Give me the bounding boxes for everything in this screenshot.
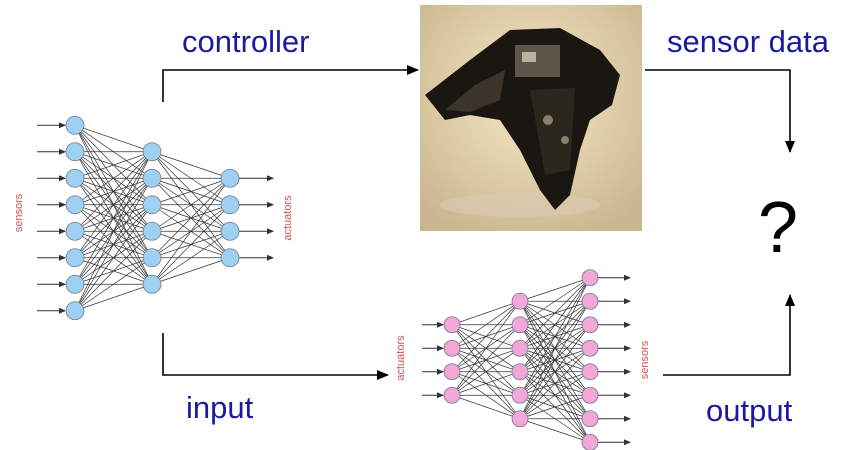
- neuron-node: [142, 142, 162, 162]
- neuron-node: [220, 221, 240, 241]
- connection-line: [451, 301, 521, 396]
- connection-line: [451, 301, 521, 372]
- model-network: [422, 269, 631, 450]
- neuron-node: [65, 142, 85, 162]
- sensor-data-arrow: [645, 69, 795, 153]
- neuron-node: [65, 168, 85, 188]
- connection-line: [519, 277, 591, 396]
- controller-actuators-label: actuators: [282, 195, 294, 241]
- neuron-node: [220, 168, 240, 188]
- neuron-node: [443, 386, 461, 404]
- connection-line: [151, 257, 231, 285]
- neuron-node: [142, 248, 162, 268]
- neuron-node: [581, 433, 599, 450]
- connection-line: [519, 277, 591, 349]
- connection-line: [74, 151, 153, 285]
- connection-line: [519, 277, 591, 326]
- connection-line: [519, 277, 591, 372]
- connection-line: [519, 324, 591, 419]
- neuron-node: [443, 363, 461, 381]
- connection-line: [451, 347, 521, 396]
- neuron-node: [65, 115, 85, 135]
- controller-arrow: [162, 65, 419, 102]
- neuron-node: [142, 221, 162, 241]
- neuron-node: [581, 292, 599, 310]
- neuron-node: [511, 386, 529, 404]
- output-label: output: [706, 393, 793, 428]
- connection-line: [74, 204, 153, 311]
- neuron-node: [65, 301, 85, 321]
- connection-line: [151, 177, 231, 232]
- controller-sensors-label: sensors: [13, 193, 25, 232]
- connection-line: [74, 283, 153, 312]
- neuron-node: [581, 316, 599, 334]
- neuron-node: [511, 292, 529, 310]
- neuron-node: [443, 316, 461, 334]
- model-sensors-label: sensors: [639, 340, 651, 379]
- connection-line: [151, 178, 231, 285]
- model-actuators-label: actuators: [395, 335, 407, 381]
- connection-line: [451, 371, 521, 396]
- neuron-node: [581, 410, 599, 428]
- neuron-node: [511, 316, 529, 334]
- connection-line: [451, 394, 521, 420]
- controller-network: [37, 115, 274, 321]
- connection-line: [74, 151, 153, 258]
- neuron-node: [581, 363, 599, 381]
- output-arrow: [663, 294, 795, 376]
- neuron-node: [511, 339, 529, 357]
- connection-line: [74, 151, 153, 232]
- neuron-node: [65, 248, 85, 268]
- connection-line: [519, 371, 591, 420]
- connection-line: [74, 231, 153, 311]
- neuron-node: [142, 168, 162, 188]
- connection-line: [74, 178, 153, 311]
- neuron-node: [220, 195, 240, 215]
- sensor-data-label: sensor data: [667, 24, 829, 59]
- connection-line: [74, 151, 153, 311]
- neuron-node: [581, 269, 599, 287]
- connection-line: [74, 151, 153, 206]
- connection-line: [74, 124, 153, 153]
- connection-line: [151, 204, 231, 285]
- neuron-node: [65, 221, 85, 241]
- connection-line: [151, 177, 231, 206]
- neuron-node: [65, 195, 85, 215]
- neuron-node: [142, 274, 162, 294]
- connection-line: [74, 151, 153, 179]
- robot-photo: [420, 5, 642, 231]
- neuron-node: [581, 386, 599, 404]
- neuron-node: [142, 195, 162, 215]
- neuron-node: [443, 339, 461, 357]
- connection-line: [519, 348, 591, 419]
- connection-line: [519, 277, 591, 302]
- connection-line: [151, 178, 231, 258]
- connection-line: [519, 301, 591, 419]
- neuron-node: [511, 410, 529, 428]
- connection-line: [451, 300, 521, 326]
- neuron-node: [511, 363, 529, 381]
- connection-line: [451, 300, 521, 349]
- input-arrow: [162, 333, 389, 380]
- connection-line: [451, 324, 521, 396]
- connection-line: [151, 230, 231, 285]
- neuron-node: [65, 274, 85, 294]
- connection-line: [519, 277, 591, 419]
- neuron-node: [581, 339, 599, 357]
- connection-line: [74, 257, 153, 312]
- neuron-node: [220, 248, 240, 268]
- connection-line: [519, 418, 591, 443]
- question-mark: ?: [758, 188, 799, 268]
- input-label: input: [186, 390, 254, 425]
- controller-label: controller: [182, 24, 310, 59]
- connection-line: [519, 394, 591, 420]
- connection-line: [151, 151, 231, 179]
